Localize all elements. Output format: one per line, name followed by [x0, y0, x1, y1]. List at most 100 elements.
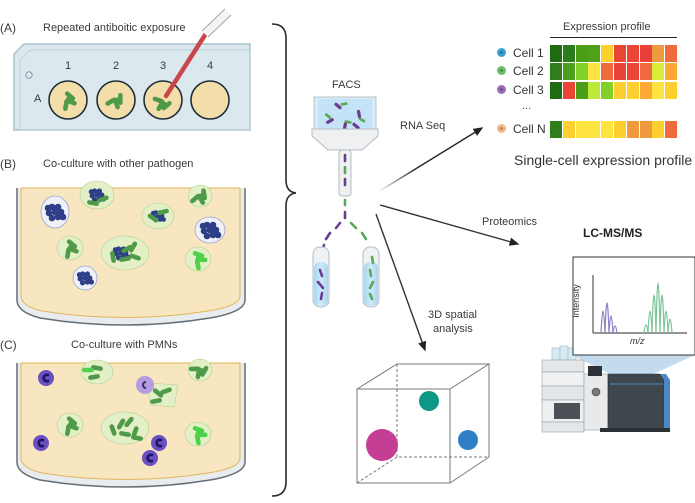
cell-marker-2 [497, 66, 506, 75]
heatmap-cell [652, 63, 665, 80]
spectrum-peak [608, 315, 614, 334]
sphere-teal [419, 391, 439, 411]
heatmap-cell [562, 63, 575, 80]
cell-marker-3 [497, 85, 506, 94]
sorted-tube-green [362, 246, 380, 308]
cell-label-2: Cell 2 [513, 64, 544, 78]
sorting-stream [320, 153, 368, 253]
heatmap-cell [652, 121, 665, 138]
heatmap-cell [665, 45, 678, 62]
heatmap-cell [575, 63, 588, 80]
facs-sorter [311, 96, 379, 197]
heatmap-cell [575, 82, 588, 99]
sphere-magenta [366, 429, 398, 461]
heatmap-cell [665, 82, 678, 99]
heatmap-cell [562, 82, 575, 99]
heatmap-cell [588, 63, 601, 80]
cell-marker-1 [497, 48, 506, 57]
plate-col-3: 3 [160, 60, 167, 72]
arrow-3d-spatial [375, 213, 427, 352]
heatmap-cell [562, 45, 575, 62]
spectrum-peak [612, 325, 618, 334]
spectrum-peak [663, 310, 669, 334]
heatmap-cell [639, 121, 652, 138]
heatmap-cell [639, 63, 652, 80]
spectrum-peak [667, 318, 673, 334]
spectrum-peak [651, 294, 657, 334]
heatmap-cell [575, 121, 588, 138]
rna-seq-label: RNA Seq [400, 120, 446, 132]
heatmap-cell [639, 45, 652, 62]
well-3 [143, 80, 183, 120]
heatmap-cell [550, 45, 562, 62]
heatmap-cell [626, 121, 639, 138]
panel-c-tag: (C) [0, 338, 17, 352]
lcms-instrument [541, 345, 695, 433]
ms-spectrum-inset [572, 256, 695, 356]
well-1 [48, 80, 88, 120]
pipette-icon [163, 8, 232, 99]
spatial-cube [356, 363, 491, 484]
heatmap-cell [665, 63, 678, 80]
ellipsis-row: ... [522, 100, 532, 112]
heatmap-cell [601, 63, 614, 80]
plate-col-2: 2 [113, 60, 120, 72]
spatial-label-line1: 3D spatial [428, 309, 477, 321]
sphere-blue [458, 430, 478, 450]
expression-profile-header: Expression profile [563, 21, 651, 33]
heatmap-cell [652, 82, 665, 99]
well-2 [96, 80, 136, 120]
heatmap-cell [601, 121, 614, 138]
spectrum-x-label: m/z [630, 336, 645, 346]
coculture-pathogen-beaker [16, 180, 246, 326]
heatmap-cell [550, 82, 562, 99]
heatmap-cell [614, 82, 626, 99]
cell-marker-4 [497, 124, 506, 133]
header-underline [550, 37, 677, 38]
panel-a-tag: (A) [0, 21, 16, 35]
sorted-tube-purple [312, 246, 330, 308]
cell-label-1: Cell 1 [513, 46, 544, 60]
heatmap-cell [562, 121, 575, 138]
cell-label-4: Cell N [513, 122, 546, 136]
heatmap-cell [614, 121, 626, 138]
heatmap-cell [601, 82, 614, 99]
panel-a-title: Repeated antiboitic exposure [43, 22, 186, 34]
plate-row-label: A [34, 93, 42, 105]
plate-orientation-mark [25, 71, 33, 79]
heatmap-cell [575, 45, 588, 62]
cell-label-3: Cell 3 [513, 83, 544, 97]
lcms-title: LC-MS/MS [583, 226, 643, 240]
arrow-rna-seq [377, 127, 484, 193]
heatmap-cell [588, 82, 601, 99]
spectrum-peak [655, 282, 661, 334]
proteomics-label: Proteomics [482, 216, 538, 228]
grouping-brace [271, 23, 297, 497]
heatmap-cell [626, 63, 639, 80]
spectrum-peak [604, 302, 610, 334]
well-plate [13, 8, 251, 131]
heatmap-cell [588, 45, 601, 62]
plate-col-4: 4 [207, 60, 214, 72]
heatmap-cell [626, 45, 639, 62]
spatial-label-line2: analysis [433, 323, 473, 335]
heatmap-cell [639, 82, 652, 99]
facs-label: FACS [332, 79, 361, 91]
expression-caption: Single-cell expression profile [514, 152, 693, 168]
heatmap-cell [665, 121, 678, 138]
heatmap-cell [601, 45, 614, 62]
well-4 [190, 80, 230, 120]
panel-c-title: Co-culture with PMNs [71, 339, 178, 351]
arrow-proteomics [379, 204, 520, 246]
heatmap-cell [588, 121, 601, 138]
heatmap-cell [550, 63, 562, 80]
plate-col-1: 1 [65, 60, 72, 72]
heatmap-cell [626, 82, 639, 99]
coculture-pmn-beaker [16, 358, 246, 488]
spectrum-y-label: Intensity [570, 284, 581, 318]
heatmap-cell [614, 45, 626, 62]
heatmap-cell [550, 121, 562, 138]
spectrum-peak [659, 294, 665, 334]
panel-b-title: Co-culture with other pathogen [43, 158, 194, 170]
